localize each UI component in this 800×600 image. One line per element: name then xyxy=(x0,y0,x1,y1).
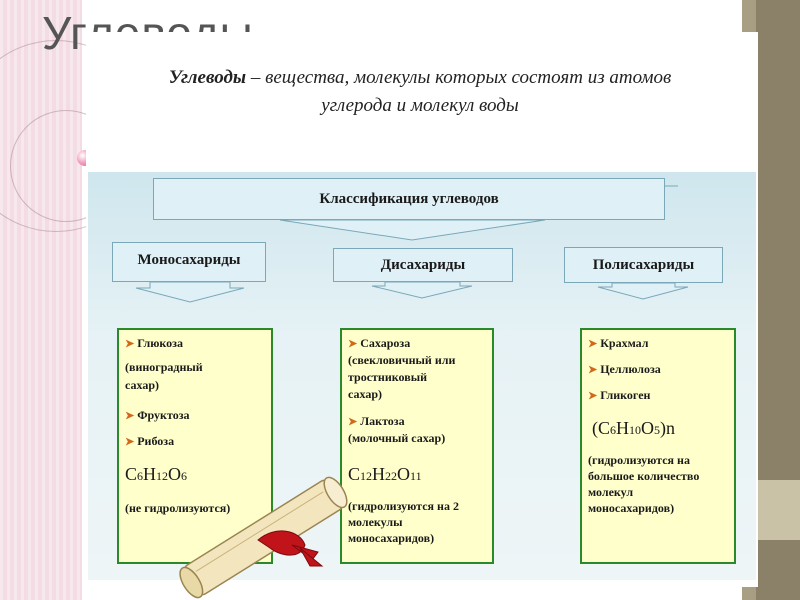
arrow-bullet-icon: ➤ xyxy=(125,436,135,448)
list-item: (молочный сахар) xyxy=(348,431,446,445)
right-decor-accent xyxy=(756,480,800,540)
hydrolysis-note-line: большое количество xyxy=(588,469,700,483)
arrow-bullet-icon: ➤ xyxy=(348,338,358,350)
arrow-bullet-icon: ➤ xyxy=(588,338,598,350)
list-item: ➤Гликоген xyxy=(588,388,651,402)
polysaccharides-box: Полисахариды xyxy=(564,247,723,283)
definition-dash: – xyxy=(246,67,266,88)
formula-glucose: C6H12O6 xyxy=(125,464,188,484)
arrow-bullet-icon: ➤ xyxy=(348,416,358,428)
list-item: ➤Фруктоза xyxy=(125,408,190,422)
hydrolysis-note-line: (гидролизуются на xyxy=(588,453,690,467)
disaccharides-box: Дисахариды xyxy=(333,248,513,282)
monosaccharides-box: Моносахариды xyxy=(112,242,266,282)
list-item: тростниковый xyxy=(348,370,427,384)
arrow-bullet-icon: ➤ xyxy=(588,364,598,376)
list-item: (виноградный xyxy=(125,360,203,374)
list-item: ➤Сахароза xyxy=(348,336,411,350)
formula-polysaccharide: (C6H10O5)n xyxy=(592,418,675,438)
arrow-bullet-icon: ➤ xyxy=(125,338,135,350)
hydrolysis-note: (не гидролизуются) xyxy=(125,501,231,515)
list-item: сахар) xyxy=(125,378,159,392)
definition-body: вещества, молекулы которых состоят из ат… xyxy=(265,67,672,116)
hydrolysis-note-line: молекулы xyxy=(348,515,403,529)
arrow-bullet-icon: ➤ xyxy=(588,390,598,402)
hydrolysis-note-line: моносахаридов) xyxy=(348,531,435,545)
hydrolysis-note-line: молекул xyxy=(588,485,634,499)
list-item: ➤Целлюлоза xyxy=(588,362,661,376)
hydrolysis-note-line: моносахаридов) xyxy=(588,501,675,515)
disaccharides-panel: ➤Сахароза (свекловичный или тростниковый… xyxy=(340,328,494,564)
formula-sucrose: C12H22O11 xyxy=(348,464,422,484)
hydrolysis-note-line: (гидролизуются на 2 xyxy=(348,499,459,513)
polysaccharides-panel: ➤Крахмал ➤Целлюлоза ➤Гликоген (C6H10O5)n… xyxy=(580,328,736,564)
definition-term: Углеводы xyxy=(168,67,247,88)
definition-text: Углеводы – вещества, молекулы которых со… xyxy=(150,64,690,120)
list-item: ➤Крахмал xyxy=(588,336,649,350)
arrow-bullet-icon: ➤ xyxy=(125,410,135,422)
list-item: сахар) xyxy=(348,387,382,401)
monosaccharides-panel: ➤Глюкоза (виноградный сахар) ➤Фруктоза ➤… xyxy=(117,328,273,564)
list-item: (свекловичный или xyxy=(348,353,456,367)
classification-box: Классификация углеводов xyxy=(153,178,665,220)
list-item: ➤Глюкоза xyxy=(125,336,183,350)
list-item: ➤Лактоза xyxy=(348,414,405,428)
list-item: ➤Рибоза xyxy=(125,434,175,448)
